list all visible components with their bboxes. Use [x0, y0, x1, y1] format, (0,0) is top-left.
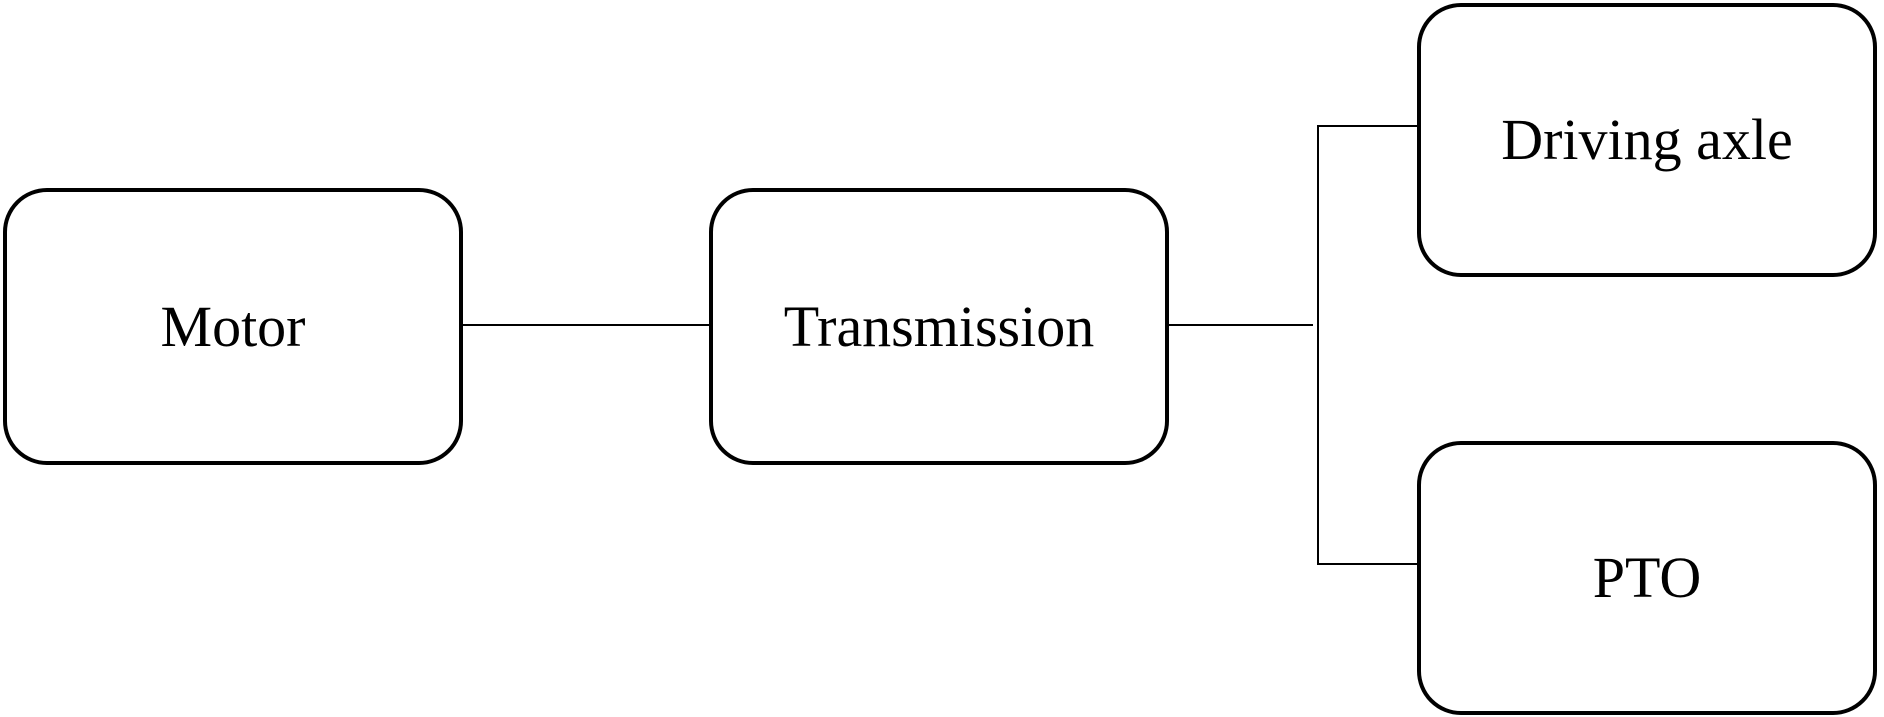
motor-label: Motor	[160, 293, 306, 359]
connector-transmission-branch	[1169, 324, 1313, 326]
transmission-label: Transmission	[783, 293, 1095, 359]
pto-node: PTO	[1417, 441, 1877, 715]
driving-axle-node: Driving axle	[1417, 3, 1877, 277]
transmission-node: Transmission	[709, 188, 1169, 465]
connector-motor-transmission	[463, 324, 709, 326]
connector-branch-pto	[1317, 563, 1417, 565]
motor-node: Motor	[3, 188, 463, 465]
connector-branch-driving-axle	[1317, 125, 1417, 127]
connector-branch-vertical	[1317, 125, 1319, 565]
driving-axle-label: Driving axle	[1501, 107, 1793, 172]
pto-label: PTO	[1592, 545, 1702, 610]
